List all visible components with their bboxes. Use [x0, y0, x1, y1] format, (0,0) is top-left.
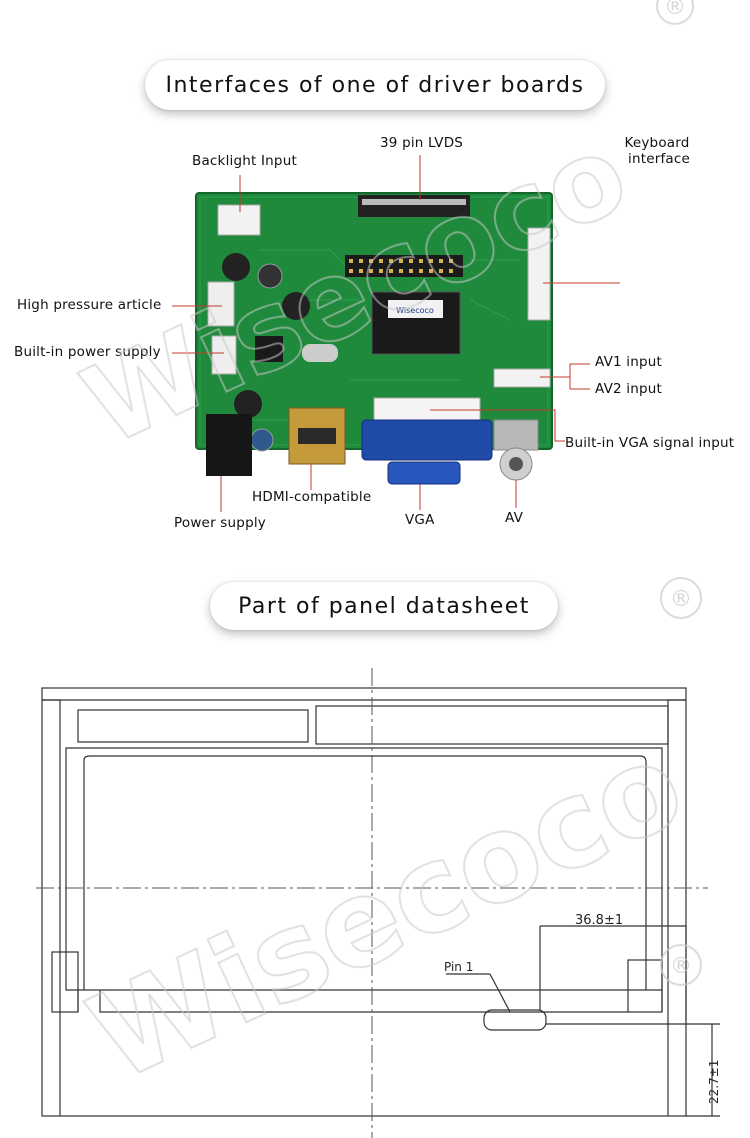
label-lvds: 39 pin LVDS — [380, 135, 464, 151]
label-av2: AV2 input — [595, 381, 663, 397]
dim-height-label: 22.7±1 — [707, 1060, 721, 1104]
label-power: Power supply — [174, 515, 266, 531]
label-builtin-power: Built-in power supply — [14, 344, 161, 360]
high-pressure-connector — [207, 281, 235, 327]
inductor — [222, 253, 250, 281]
keyboard-connector — [527, 227, 551, 321]
av-jack — [493, 419, 539, 451]
label-keyboard-line2: interface — [628, 151, 691, 167]
lvds-connector — [358, 195, 470, 217]
label-av: AV — [505, 510, 524, 526]
section-title-text: Part of panel datasheet — [238, 593, 530, 619]
label-keyboard: Keyboard interface — [624, 135, 690, 167]
label-keyboard-line1: Keyboard — [624, 135, 690, 151]
section-title-text: Interfaces of one of driver boards — [165, 72, 585, 98]
av-input-connector — [493, 368, 551, 388]
dim-width-label: 36.8±1 — [575, 913, 623, 928]
panel-outline-drawing — [41, 687, 720, 1117]
callout-lines — [172, 155, 620, 512]
vga-header — [373, 397, 481, 421]
chip-logo: Wisecoco — [396, 306, 434, 315]
label-vga: VGA — [405, 512, 435, 528]
label-av1: AV1 input — [595, 354, 663, 370]
section-title-panel-datasheet: Part of panel datasheet — [210, 582, 558, 630]
label-high-pressure: High pressure article — [17, 297, 162, 313]
label-hdmi: HDMI-compatible — [252, 489, 372, 505]
pin-label: Pin 1 — [444, 960, 473, 974]
label-builtin-vga: Built-in VGA signal input — [565, 435, 735, 451]
vga-port — [361, 419, 493, 461]
power-jack — [206, 414, 252, 476]
center-lines — [36, 668, 708, 1138]
section-title-driver-boards: Interfaces of one of driver boards — [145, 60, 605, 110]
label-backlight: Backlight Input — [192, 153, 297, 169]
builtin-power-connector — [211, 335, 237, 375]
backlight-connector — [217, 204, 261, 236]
pin-header — [345, 255, 463, 277]
